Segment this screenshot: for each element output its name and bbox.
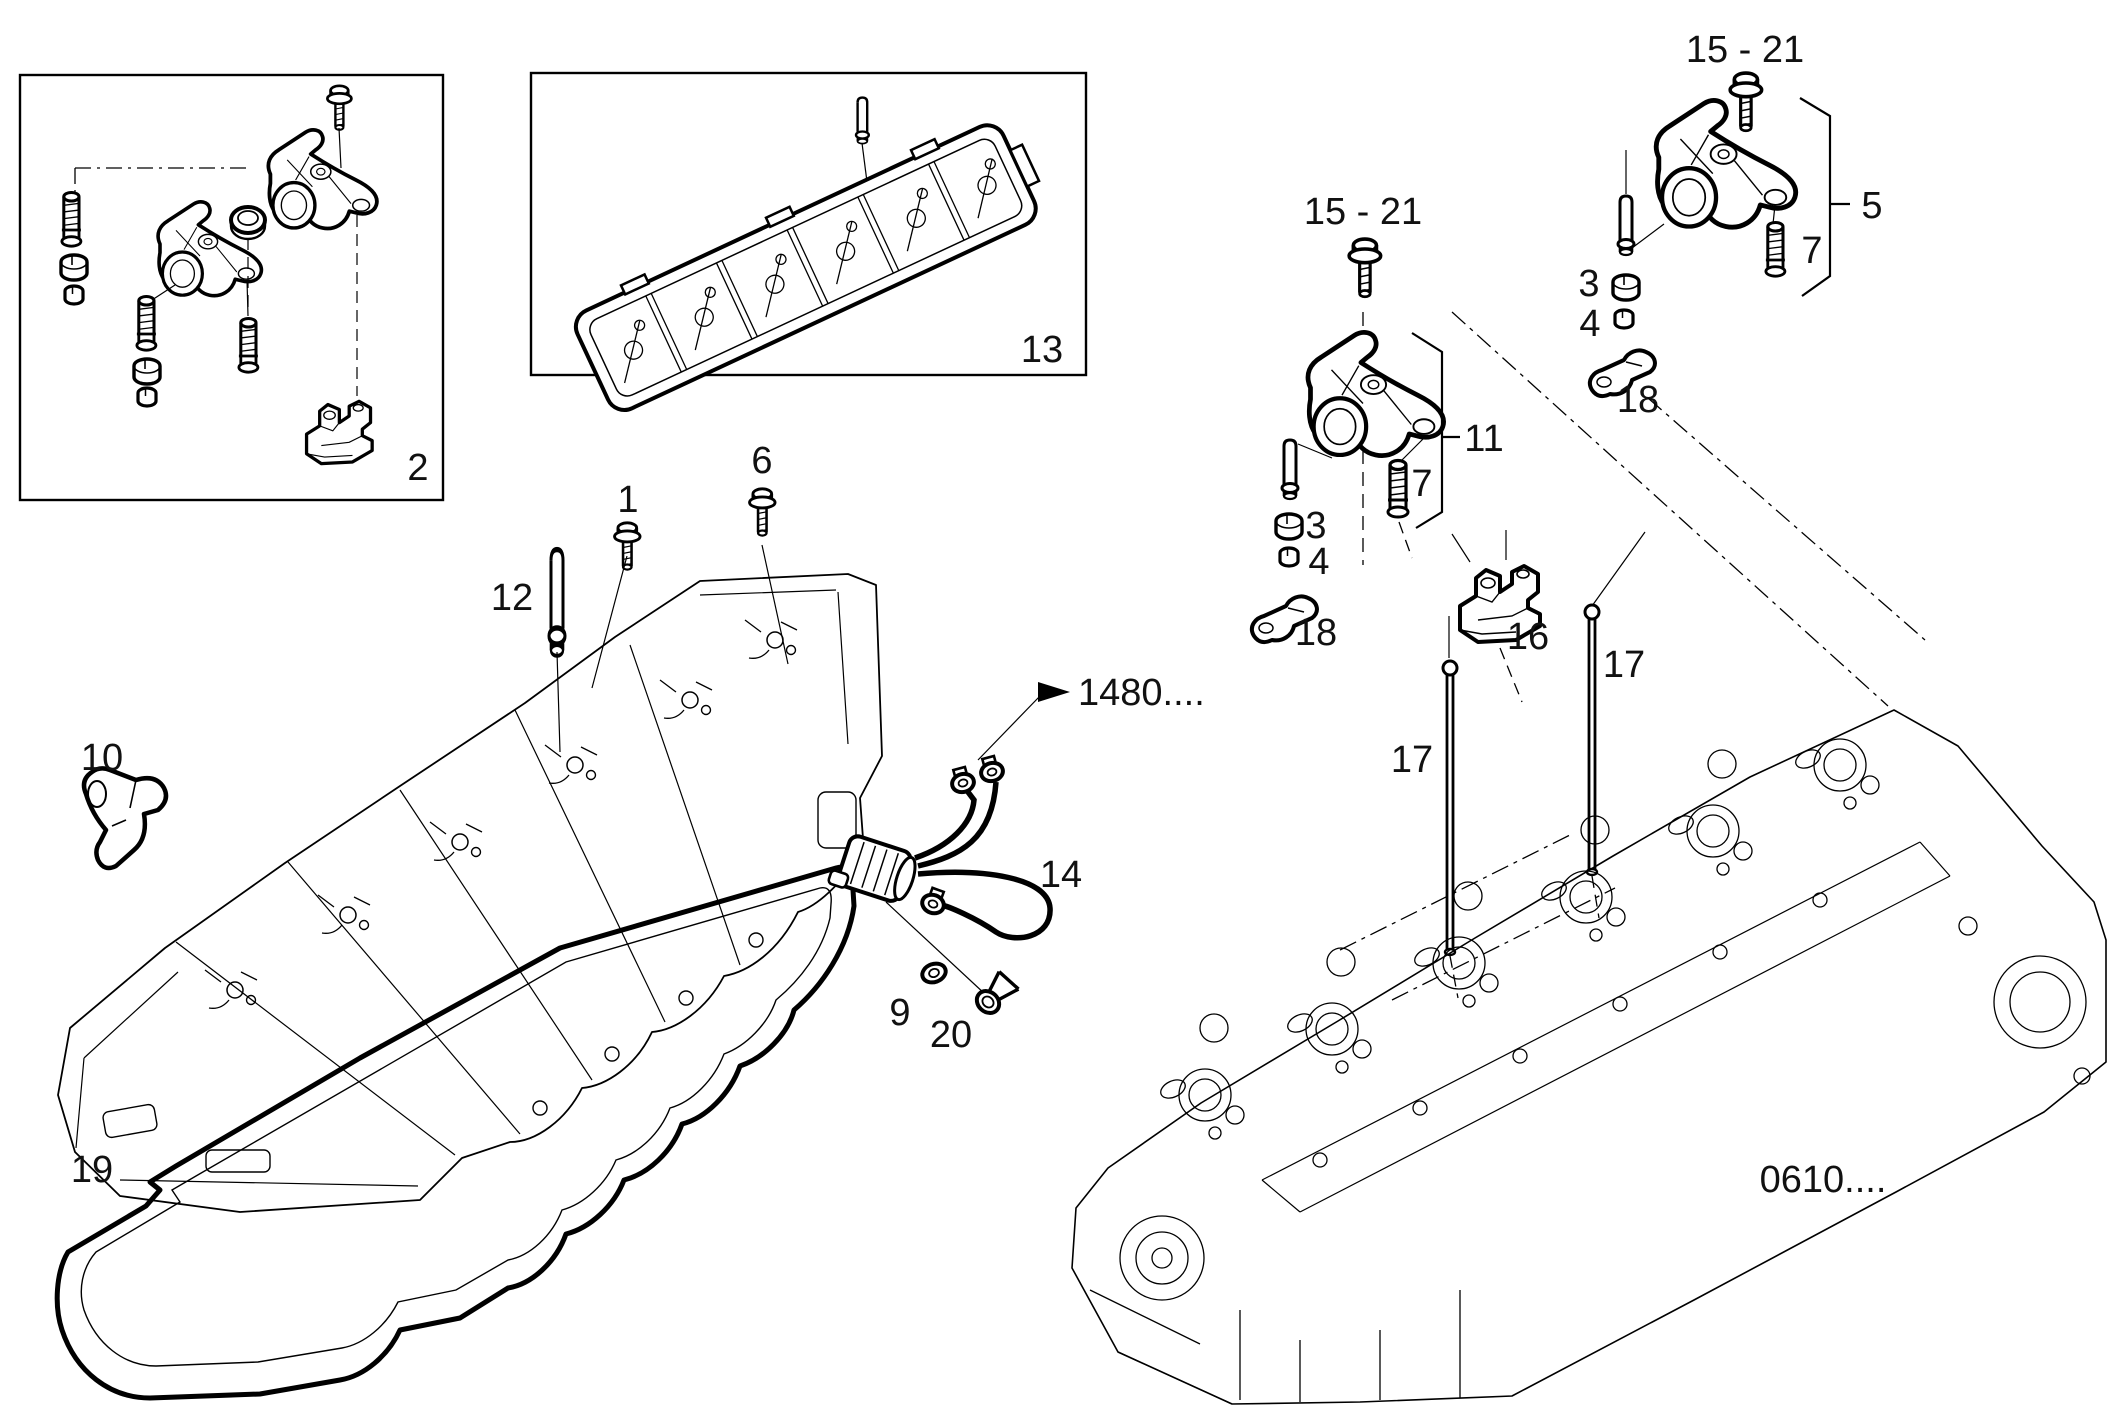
ring-terminal — [975, 752, 1007, 786]
callout-3-mid: 3 — [1305, 505, 1326, 547]
callout-5: 5 — [1861, 185, 1882, 227]
cover-pin-12 — [549, 550, 565, 656]
leader-dashed — [247, 215, 358, 396]
callout-9: 9 — [889, 992, 910, 1034]
callout-range-mid: 15 - 21 — [1304, 191, 1422, 233]
callout-13: 13 — [1021, 329, 1063, 371]
stud — [237, 316, 260, 374]
callout-1: 1 — [617, 479, 638, 521]
callout-11: 11 — [1464, 418, 1503, 460]
callout-17-left: 17 — [1391, 739, 1433, 781]
callout-12: 12 — [491, 577, 533, 619]
retainer-bracket — [304, 399, 374, 466]
cylinder-cluster — [1160, 1068, 1245, 1140]
cylinder-cluster — [1668, 804, 1753, 876]
callout-4-right: 4 — [1579, 303, 1600, 345]
callout-14: 14 — [1040, 854, 1082, 896]
bushing-small — [1613, 308, 1635, 330]
callout-range-top: 15 - 21 — [1686, 29, 1804, 71]
bushing — [1274, 512, 1304, 541]
rocker-bolt — [1728, 71, 1764, 133]
bushing-small — [136, 386, 158, 408]
callout-0610: 0610.... — [1760, 1159, 1887, 1201]
leader-line — [556, 544, 789, 753]
washer-9 — [920, 961, 948, 985]
cylinder-head — [1071, 709, 2107, 1405]
reference-arrow — [1038, 682, 1070, 702]
stud-7 — [1386, 458, 1410, 519]
callout-2: 2 — [407, 447, 428, 489]
nut — [229, 205, 267, 241]
leader-line — [1631, 204, 1776, 249]
group-brace — [1411, 332, 1460, 529]
ring-terminal — [946, 763, 978, 797]
callout-20: 20 — [930, 1014, 972, 1056]
leader-line — [1297, 437, 1425, 463]
stud — [135, 294, 158, 352]
ring-terminal — [917, 884, 951, 919]
cover-bolt-1 — [613, 521, 642, 572]
inset-box-carrier: 13 — [529, 71, 1088, 412]
cylinder-cluster — [1541, 870, 1626, 942]
leader-dashed — [1398, 521, 1413, 559]
stud — [60, 190, 83, 248]
leader-line — [1451, 530, 1507, 563]
axis-line — [74, 167, 252, 192]
bushing-small — [63, 284, 85, 306]
bolt — [326, 84, 353, 132]
bushing — [1611, 273, 1641, 302]
injector-harness — [827, 752, 1053, 941]
harness-wire — [917, 781, 999, 869]
callout-16: 16 — [1507, 616, 1549, 658]
bushing-small — [1278, 546, 1300, 568]
rocker-bolt — [1347, 237, 1383, 299]
callout-4-mid: 4 — [1308, 541, 1329, 583]
cover-gasket — [54, 864, 857, 1401]
harness-wire — [917, 869, 1053, 941]
callout-10: 10 — [81, 737, 123, 779]
callout-3-right: 3 — [1578, 263, 1599, 305]
group-brace — [1799, 97, 1850, 297]
valve-cover — [57, 573, 883, 1213]
bushing — [59, 253, 89, 282]
screw-20 — [974, 970, 1020, 1015]
bracket-16: 16 — [1451, 530, 1549, 703]
callout-18-right: 18 — [1617, 379, 1659, 421]
leader-dashed — [1499, 647, 1523, 703]
leader-line — [977, 695, 1041, 761]
rocker-arm — [1308, 332, 1444, 455]
bushing — [132, 357, 162, 386]
cover-bolt-6 — [748, 487, 777, 538]
callout-17-right: 17 — [1603, 644, 1645, 686]
construction-lines — [1339, 311, 1926, 1001]
dowel-pin — [854, 96, 870, 145]
stud-7 — [1764, 220, 1787, 278]
callout-6: 6 — [751, 440, 772, 482]
callout-18-mid: 18 — [1295, 612, 1337, 654]
harness-connector — [827, 834, 917, 903]
harness-wire — [914, 790, 977, 861]
callout-1480: 1480.... — [1078, 672, 1205, 714]
cylinder-cluster — [1287, 1002, 1372, 1074]
rocker-assembly-11: 15 - 21 11 7 3 4 18 — [1249, 191, 1504, 654]
rocker-assembly-5: 15 - 21 5 7 3 4 18 — [1578, 29, 1882, 421]
pivot-pin — [1616, 194, 1636, 257]
pivot-pin — [1280, 438, 1300, 501]
callout-7-mid: 7 — [1411, 463, 1432, 505]
rocker-carrier — [573, 123, 1041, 412]
inset-box-rocker-kit: 2 — [18, 73, 445, 502]
callout-19: 19 — [71, 1149, 113, 1191]
cylinder-cluster — [1795, 738, 1880, 810]
callout-7-top: 7 — [1801, 230, 1822, 272]
clip-10 — [81, 766, 169, 871]
cylinder-cluster — [1414, 936, 1499, 1008]
rocker-arm — [266, 128, 379, 231]
